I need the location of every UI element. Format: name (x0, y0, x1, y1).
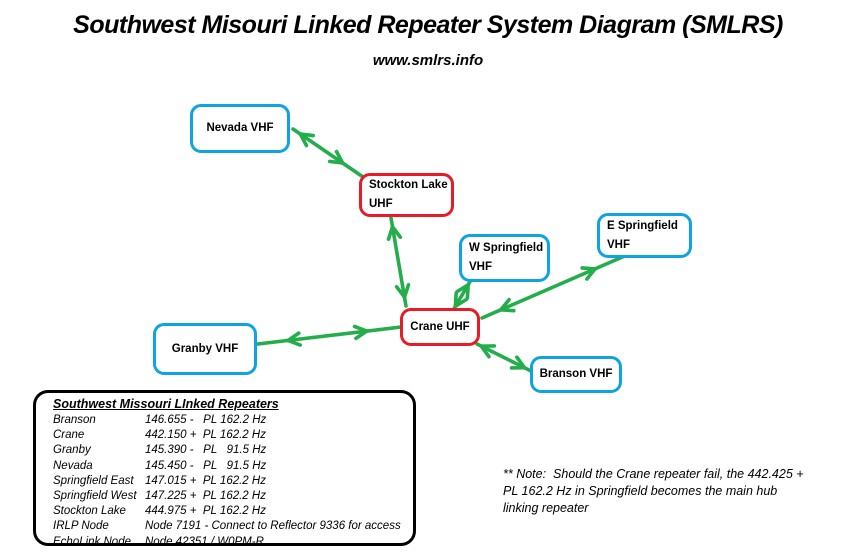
node-label: Granby VHF (171, 342, 239, 355)
link-arrowhead (453, 291, 458, 309)
repeater-legend-box: Southwest Missouri LInked Repeaters Bran… (33, 390, 416, 548)
legend-row: IRLP Node Node 7191 - Connect to Reflecto… (53, 519, 413, 534)
note-line: ** Note: Should the Crane repeater fail,… (503, 467, 804, 481)
node-label: VHF (469, 261, 492, 273)
node-label: W Springfield (469, 242, 544, 254)
legend-row: Springfield East 147.015 + PL 162.2 Hz (53, 474, 413, 489)
legend-repeater-value: 442.150 + PL 162.2 Hz (145, 429, 266, 442)
link-arrowhead (465, 282, 470, 300)
node-label: Crane UHF (410, 320, 470, 333)
link-crane-uhf--e-springfield-vhf (480, 253, 629, 320)
note-line: linking repeater (503, 501, 589, 515)
link-line (480, 253, 629, 320)
legend-repeater-name: Springfield East (53, 474, 134, 487)
link-stockton-lake-uhf--crane-uhf (386, 216, 411, 308)
legend-row: EchoLink Node Node 42351 / W0PM-R (53, 535, 413, 550)
node-crane-uhf: Crane UHF (400, 308, 480, 346)
node-granby-vhf: Granby VHF (153, 323, 257, 375)
page-subtitle: www.smlrs.info (372, 52, 484, 69)
legend-rows: Branson 146.655 - PL 162.2 Hz Crane 442.150… (53, 413, 413, 550)
legend-repeater-value: 444.975 + PL 162.2 Hz (145, 505, 266, 518)
link-arrowhead (354, 329, 369, 341)
legend-repeater-value: 145.450 - PL 91.5 Hz (145, 459, 267, 472)
note-line: PL 162.2 Hz in Springfield becomes the m… (503, 484, 778, 498)
legend-repeater-name: IRLP Node (53, 520, 109, 533)
node-label: E Springfield (607, 219, 678, 232)
legend-row: Stockton Lake 444.975 + PL 162.2 Hz (53, 504, 413, 519)
legend-header: Southwest Missouri LInked Repeaters (53, 397, 279, 411)
link-granby-vhf--crane-uhf (256, 324, 403, 347)
node-label: VHF (607, 238, 630, 251)
link-arrowhead (394, 285, 407, 300)
node-label: Stockton Lake (369, 179, 448, 191)
link-crane-uhf--w-springfield-vhf (450, 278, 473, 314)
link-arrowhead (286, 331, 301, 343)
node-label: Branson VHF (539, 368, 613, 380)
node-label: Nevada VHF (206, 122, 274, 134)
legend-repeater-name: Branson (53, 414, 96, 426)
legend-repeater-value: 147.015 + PL 162.2 Hz (145, 474, 266, 487)
link-nevada-vhf--stockton-lake-uhf (291, 127, 368, 181)
link-arrowhead (499, 297, 511, 312)
legend-row: Springfield West 147.225 + PL 162.2 Hz (53, 489, 413, 504)
legend-repeater-value: 145.390 - PL 91.5 Hz (145, 444, 267, 457)
link-crane-uhf--branson-vhf (475, 342, 533, 373)
legend-repeater-value: Node 42351 / W0PM-R (145, 535, 264, 548)
link-line (291, 127, 368, 181)
node-branson-vhf: Branson VHF (530, 356, 622, 393)
page-title: Southwest Misouri Linked Repeater System… (73, 11, 783, 39)
legend-repeater-value: Node 7191 - Connect to Reflector 9336 fo… (145, 520, 401, 533)
legend-row: Granby 145.390 - PL 91.5 Hz (53, 443, 413, 458)
link-arrowhead (390, 225, 403, 239)
node-nevada-vhf: Nevada VHF (190, 104, 290, 153)
legend-repeater-value: 147.225 + PL 162.2 Hz (145, 490, 266, 503)
legend-repeater-name: Springfield West (53, 490, 137, 503)
link-line (256, 325, 403, 346)
legend-row: Crane 442.150 + PL 162.2 Hz (53, 428, 413, 443)
legend-repeater-name: EchoLink Node (53, 535, 131, 548)
legend-row: Branson 146.655 - PL 162.2 Hz (53, 413, 413, 428)
legend-repeater-name: Stockton Lake (53, 505, 126, 518)
link-arrowhead (585, 267, 597, 281)
legend-repeater-name: Nevada (53, 459, 93, 472)
node-label: UHF (369, 198, 393, 210)
link-arrowhead (298, 132, 316, 138)
legend-repeater-name: Granby (53, 444, 91, 457)
legend-repeater-value: 146.655 - PL 162.2 Hz (145, 414, 267, 426)
legend-row: Nevada 145.450 - PL 91.5 Hz (53, 459, 413, 474)
legend-repeater-name: Crane (53, 429, 85, 442)
failover-note: ** Note: Should the Crane repeater fail,… (503, 466, 804, 517)
link-arrowhead (327, 159, 345, 165)
link-line (389, 216, 408, 308)
